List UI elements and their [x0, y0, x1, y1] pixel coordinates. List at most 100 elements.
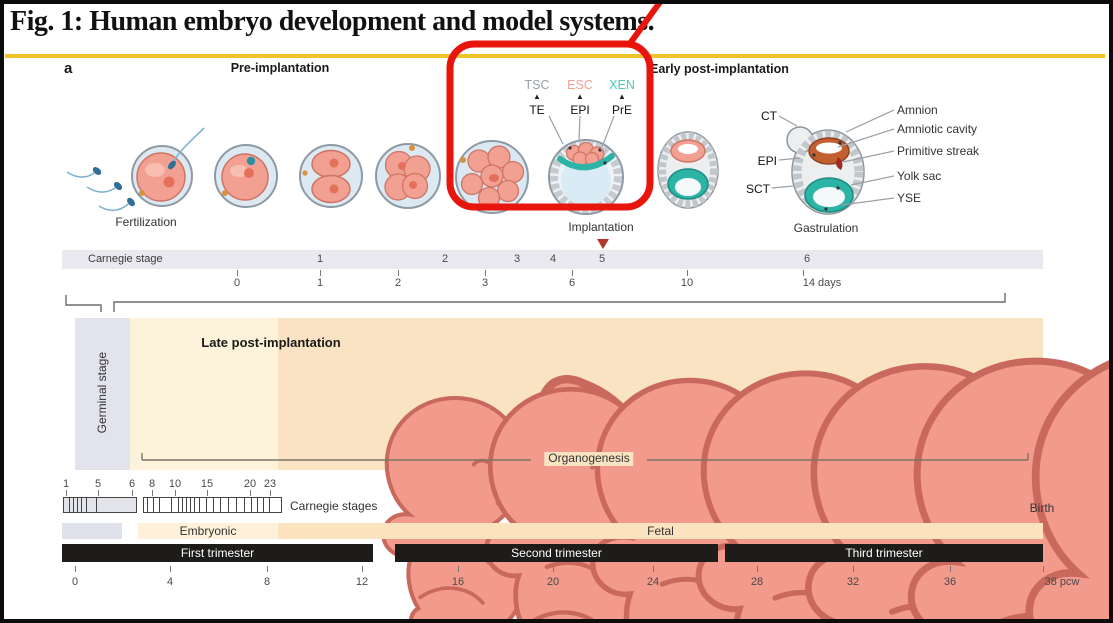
carnegie-ruler-stage-line [73, 498, 74, 512]
tissue-label-pre: PrE [611, 103, 633, 117]
period-band-embryonic [138, 523, 278, 539]
embryo-blastocyst [548, 139, 624, 215]
embryo-morula [455, 140, 529, 214]
carnegie-ruler-label: Carnegie stages [290, 499, 378, 513]
structure-label-amniotic-cavity: Amniotic cavity [897, 122, 978, 136]
header-pre-implantation: Pre-implantation [230, 61, 330, 75]
annotation-box [446, 40, 654, 211]
carnegie-stage-number: 4 [549, 253, 557, 265]
embryo-fertilization [131, 127, 205, 207]
carnegie-ruler-stage-line [263, 498, 264, 512]
carnegie-ruler-stage-line [269, 498, 270, 512]
cross-section-label-sct: SCT [746, 182, 770, 196]
day-tick [803, 270, 804, 276]
carnegie-stage-band: Carnegie stage [62, 250, 1043, 269]
day-label: 6 [568, 277, 576, 289]
pcw-tick [553, 566, 554, 572]
carnegie-ruler-stage-line [178, 498, 179, 512]
trimester-bar: Third trimester [725, 544, 1043, 562]
carnegie-ruler-stage-line [206, 498, 207, 512]
pcw-tick [757, 566, 758, 572]
carnegie-ruler-tick [175, 490, 176, 496]
carnegie-ruler-tick [250, 490, 251, 496]
trimester-bar: First trimester [62, 544, 373, 562]
carnegie-ruler-tick [66, 490, 67, 496]
carnegie-ruler-stage-line [194, 498, 195, 512]
carnegie-ruler-stage-line [86, 498, 87, 512]
up-arrow-icon: ▲ [618, 92, 626, 101]
pcw-label: 24 [646, 576, 660, 588]
pcw-tick [853, 566, 854, 572]
germinal-stage-label: Germinal stage [95, 352, 109, 434]
period-band-fetal [278, 523, 1043, 539]
gastrulation-label: Gastrulation [793, 221, 859, 235]
birth-label: Birth [1029, 501, 1055, 515]
yellow-rule [5, 54, 1105, 58]
pcw-label: 16 [451, 576, 465, 588]
carnegie-ruler-stage-line [251, 498, 252, 512]
pcw-tick [362, 566, 363, 572]
fertilization-label: Fertilization [115, 215, 177, 229]
panel-a-label: a [64, 60, 73, 77]
carnegie-stage-number: 3 [513, 253, 521, 265]
carnegie-ruler-number: 6 [128, 478, 136, 490]
stem-cell-label-tsc: TSC [524, 78, 550, 92]
carnegie-ruler-stage-line [236, 498, 237, 512]
carnegie-ruler-stage-line [77, 498, 78, 512]
pcw-label: 32 [846, 576, 860, 588]
pcw-tick [1043, 566, 1044, 572]
carnegie-ruler-stage-line [190, 498, 191, 512]
carnegie-ruler-stage-line [199, 498, 200, 512]
day-label: 1 [316, 277, 324, 289]
tissue-label-epi: EPI [570, 103, 590, 117]
trimester-bar: Second trimester [395, 544, 718, 562]
carnegie-ruler-number: 5 [94, 478, 102, 490]
structure-label-yse: YSE [897, 191, 922, 205]
pcw-label: 0 [71, 576, 79, 588]
carnegie-ruler-stage-line [228, 498, 229, 512]
carnegie-ruler-stage-line [147, 498, 148, 512]
structure-label-amnion: Amnion [897, 103, 938, 117]
pcw-tick [458, 566, 459, 572]
cross-section-leader-lines [771, 109, 895, 206]
carnegie-ruler-stage-line [159, 498, 160, 512]
pcw-label: 20 [546, 576, 560, 588]
carnegie-ruler-stage-line [220, 498, 221, 512]
carnegie-ruler-stage-line [186, 498, 187, 512]
carnegie-ruler-number: 20 [243, 478, 257, 490]
carnegie-ruler-number: 10 [168, 478, 182, 490]
carnegie-ruler-stage-line [171, 498, 172, 512]
organogenesis-background [278, 318, 1043, 470]
implantation-label: Implantation [568, 220, 634, 234]
carnegie-ruler-box-embryonic [143, 497, 282, 513]
carnegie-ruler-stage-line [69, 498, 70, 512]
pcw-label: 4 [166, 576, 174, 588]
carnegie-stage-number: 6 [803, 253, 811, 265]
stem-cell-label-esc: ESC [567, 78, 593, 92]
period-label: Embryonic [179, 524, 237, 538]
day-label: 10 [680, 277, 694, 289]
pcw-tick [950, 566, 951, 572]
figure-caption: Fig. 1: Human embryo development and mod… [10, 6, 655, 37]
carnegie-ruler-stage-line [213, 498, 214, 512]
pcw-label: 28 [750, 576, 764, 588]
structure-label-yolk-sac: Yolk sac [897, 169, 942, 183]
carnegie-ruler-number: 15 [200, 478, 214, 490]
period-label: Fetal [647, 524, 674, 538]
pcw-tick [653, 566, 654, 572]
carnegie-ruler-stage-line [257, 498, 258, 512]
stem-cell-label-xen: XEN [609, 78, 635, 92]
up-arrow-icon: ▲ [576, 92, 584, 101]
day-tick [485, 270, 486, 276]
embryo-two-cell [299, 144, 363, 208]
carnegie-ruler-stage-line [244, 498, 245, 512]
germinal-stage-column [75, 318, 130, 470]
embryo-four-cell [375, 143, 441, 209]
carnegie-stage-number: 2 [441, 253, 449, 265]
carnegie-ruler-number: 23 [263, 478, 277, 490]
pcw-label: 36 [943, 576, 957, 588]
implantation-arrow-icon [597, 239, 609, 249]
carnegie-ruler-number: 1 [62, 478, 70, 490]
carnegie-stage-number: 5 [598, 253, 606, 265]
